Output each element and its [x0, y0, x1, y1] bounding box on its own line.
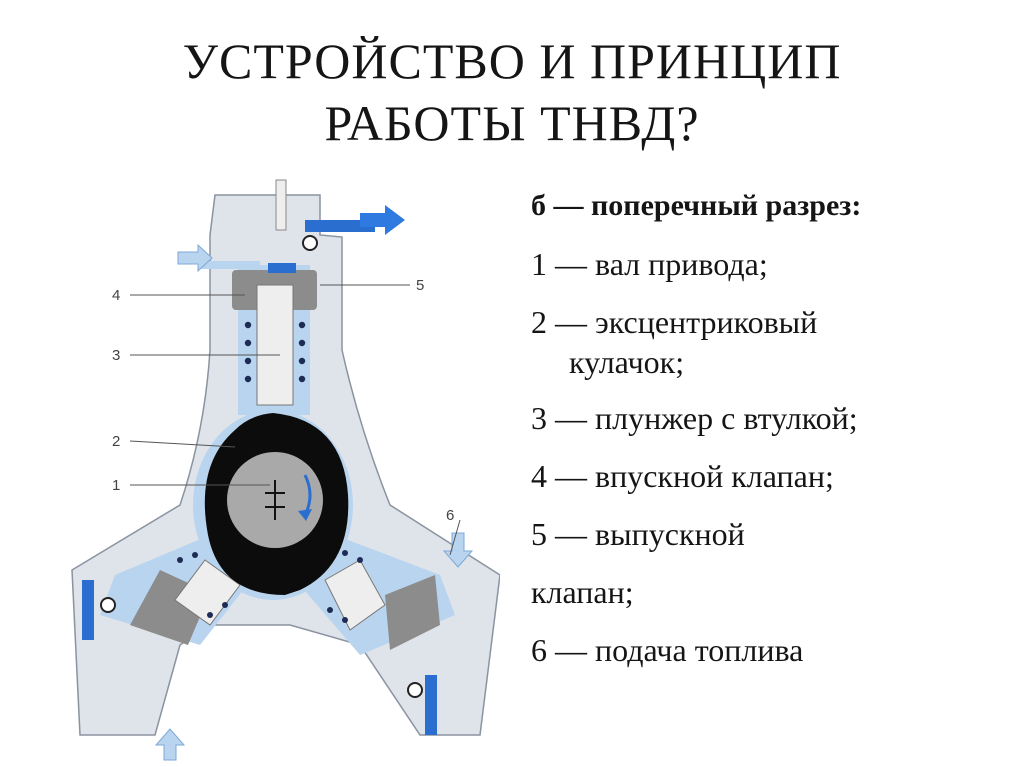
right-valve-ball	[407, 682, 423, 698]
shaft-center-mark-icon	[265, 480, 285, 520]
pump-cross-section-diagram: 4 3 2 1 5 6	[71, 179, 500, 761]
legend-item-5: 5 — выпускной	[531, 516, 745, 552]
outlet-fuel-line	[305, 220, 375, 232]
bottom-arrow-icon	[154, 728, 186, 761]
right-arm-bushing	[324, 559, 386, 631]
right-arm-plunger	[385, 575, 440, 650]
legend-item-2-line-1: 2 — эксцентриковый	[531, 304, 818, 340]
inlet-arrow-icon	[177, 243, 213, 273]
callout-label-6: 6	[446, 507, 454, 524]
top-valve-seat	[268, 263, 296, 273]
outlet-valve-ball	[302, 235, 318, 251]
arm-spring-coils	[177, 550, 363, 623]
legend-item-2: 2 — эксцентриковый кулачок;	[531, 302, 1011, 382]
legend-heading: б — поперечный разрез:	[531, 189, 862, 222]
outlet-arrow-icon	[360, 205, 405, 235]
left-arm-bushing	[174, 559, 241, 626]
plunger-bushing	[256, 284, 294, 406]
callout-label-4: 4	[112, 287, 120, 304]
page-title: УСТРОЙСТВО И ПРИНЦИП РАБОТЫ ТНВД?	[0, 30, 1024, 154]
legend-item-5-continued: клапан;	[531, 574, 634, 610]
callout-label-5: 5	[416, 277, 424, 294]
title-line-1: УСТРОЙСТВО И ПРИНЦИП	[182, 33, 842, 89]
legend-item-3: 3 — плунжер с втулкой;	[531, 400, 858, 436]
title-line-2: РАБОТЫ ТНВД?	[324, 95, 700, 151]
legend-item-1: 1 — вал привода;	[531, 246, 768, 282]
callout-label-3: 3	[112, 347, 120, 364]
rotation-arrow-head-icon	[298, 509, 312, 521]
legend-item-6: 6 — подача топлива	[531, 632, 804, 668]
callout-label-2: 2	[112, 433, 120, 450]
legend-list: б — поперечный разрез: 1 — вал привода; …	[531, 186, 1011, 688]
right-outlet-line	[425, 675, 437, 735]
left-outlet-line	[82, 580, 94, 640]
legend-item-4: 4 — впускной клапан;	[531, 458, 834, 494]
spring-coils	[244, 321, 306, 383]
callout-lines	[129, 284, 461, 556]
top-valve-stem	[275, 179, 287, 231]
callout-label-1: 1	[112, 477, 120, 494]
left-valve-ball	[100, 597, 116, 613]
legend-item-2-line-2: кулачок;	[569, 344, 685, 380]
inlet-fuel-line	[200, 261, 260, 269]
